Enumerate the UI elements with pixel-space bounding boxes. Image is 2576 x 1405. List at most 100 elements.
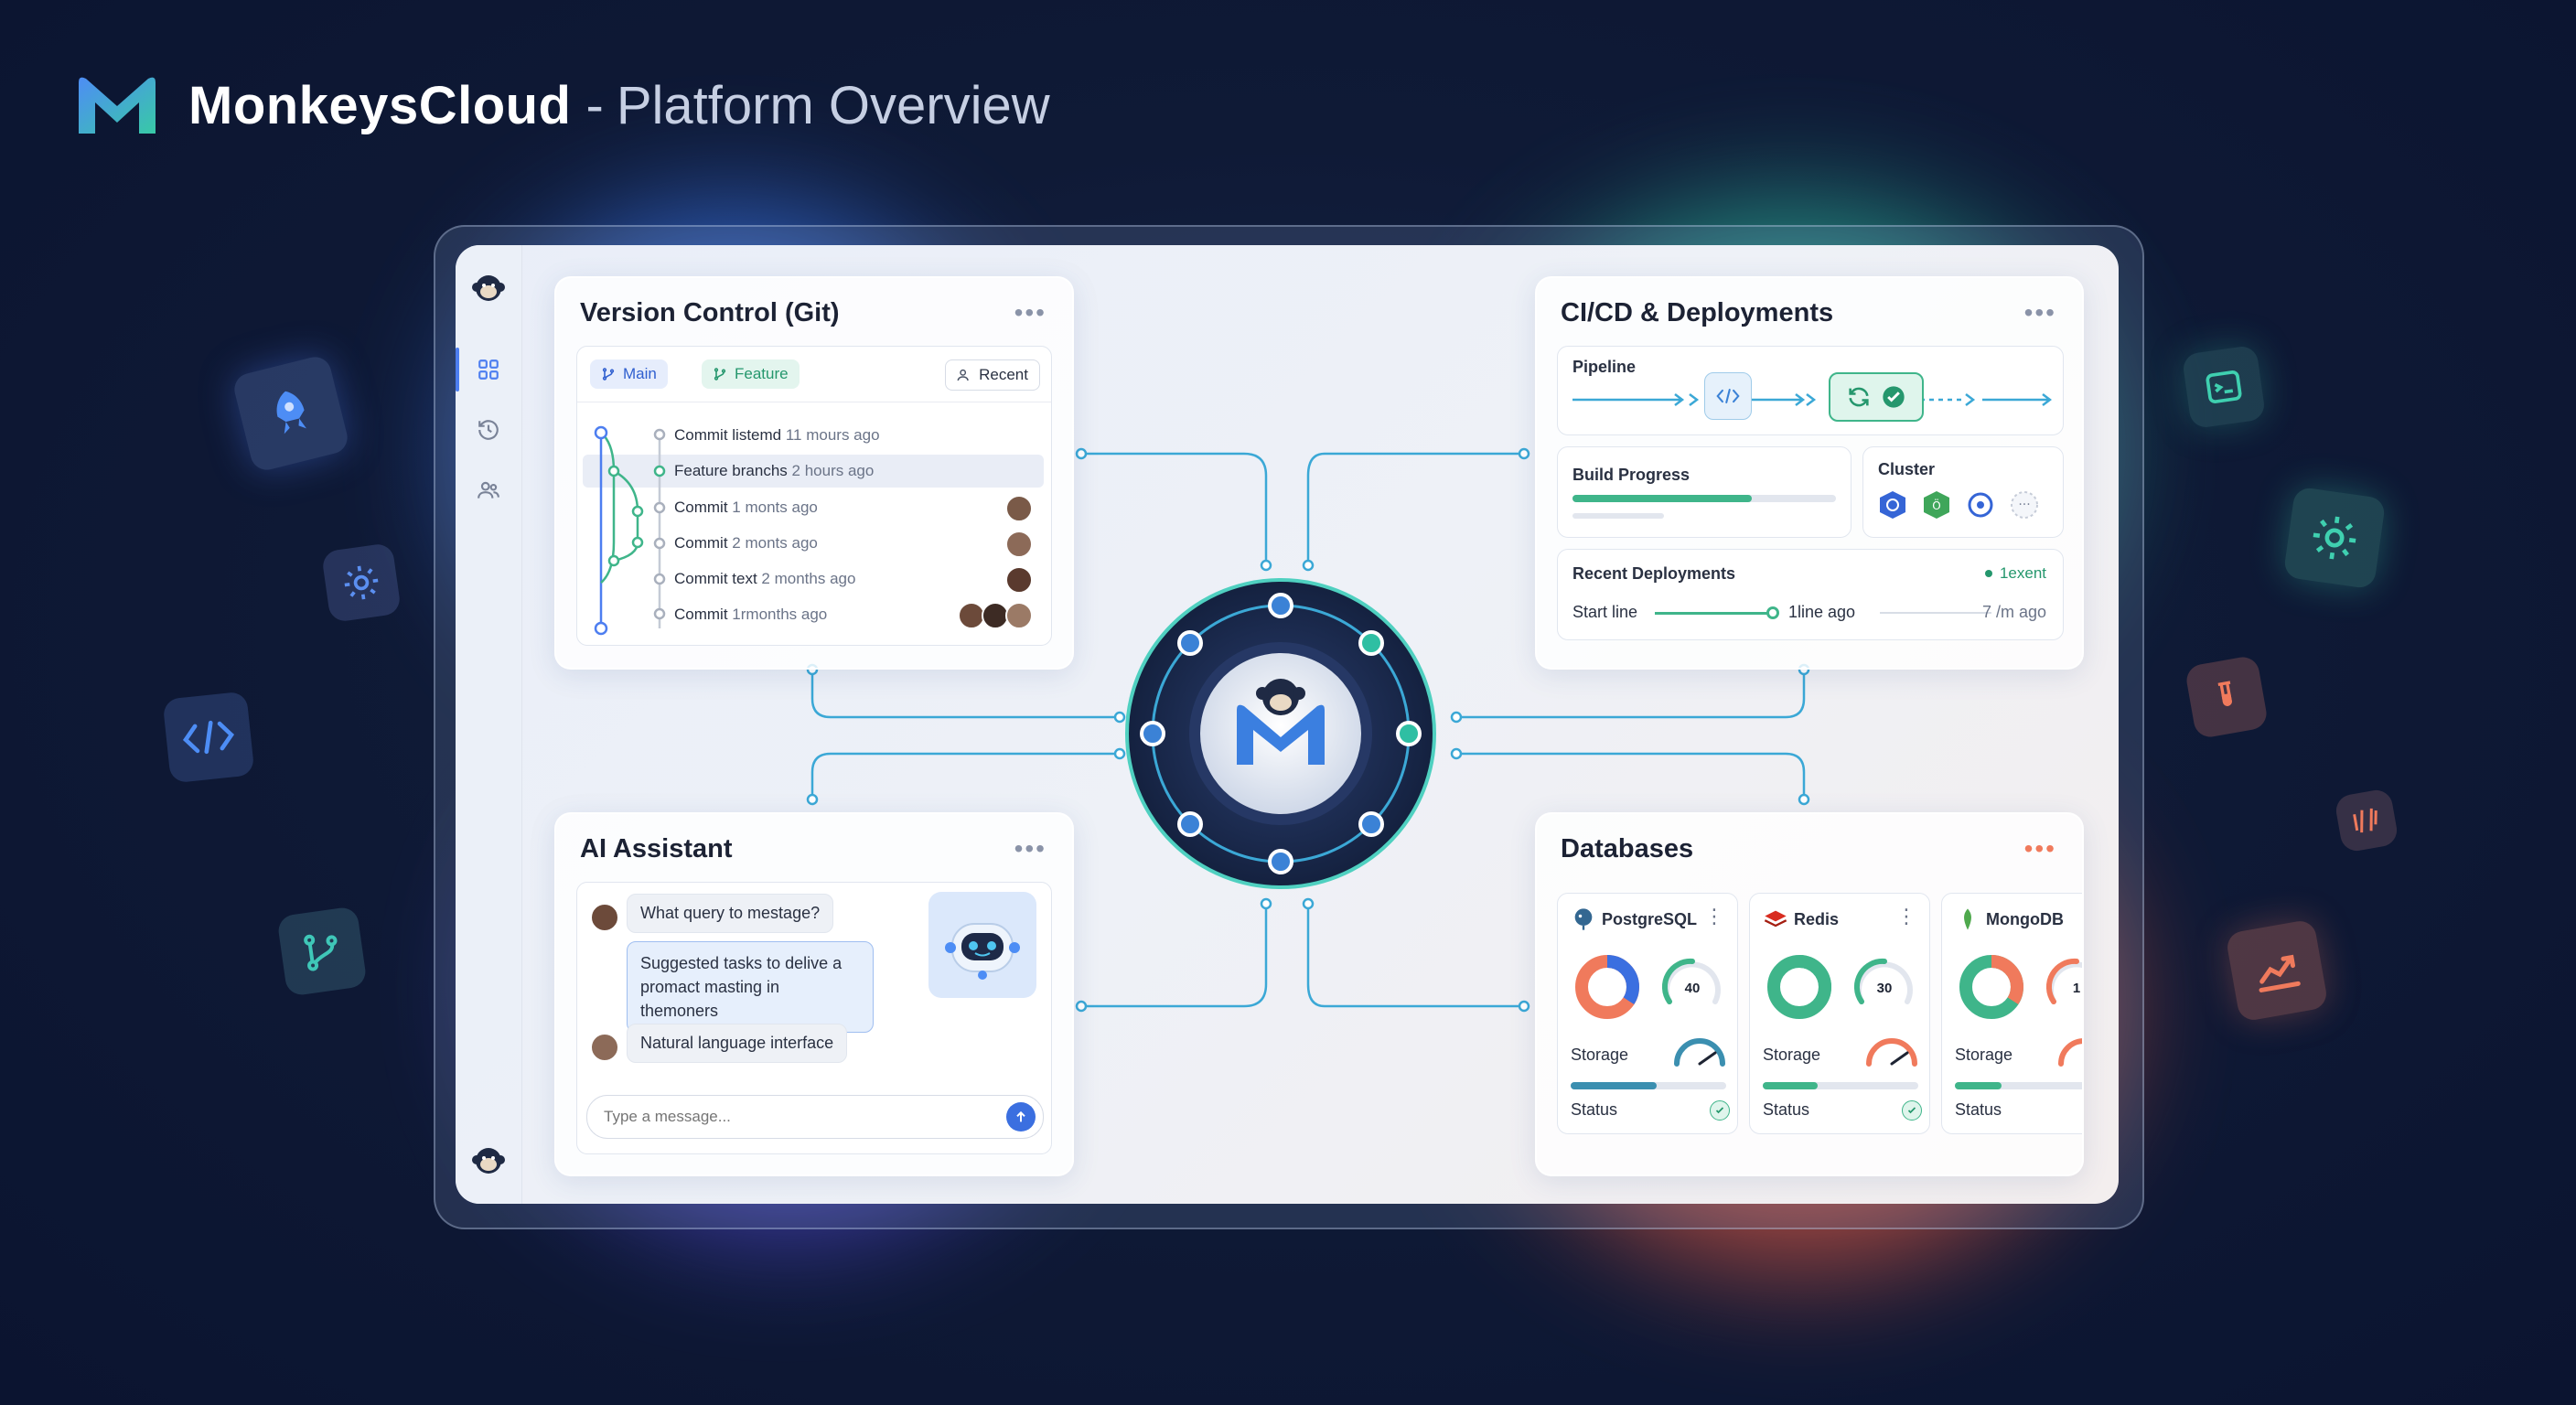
refresh-icon bbox=[1849, 387, 1869, 407]
check-circle-icon bbox=[1883, 386, 1905, 408]
card-title: CI/CD & Deployments bbox=[1561, 298, 1834, 327]
usage-gauge: 40 bbox=[1661, 958, 1721, 1004]
status-label: Status bbox=[1763, 1100, 1810, 1119]
send-button[interactable] bbox=[1006, 1102, 1036, 1132]
database-card[interactable]: Redis ⋮ 30 Storage Status bbox=[1749, 893, 1930, 1134]
svg-text:1: 1 bbox=[2073, 981, 2080, 996]
branch-main-tab[interactable]: Main bbox=[590, 359, 668, 389]
dashboard-grid-icon[interactable] bbox=[472, 353, 505, 386]
svg-text:···: ··· bbox=[2018, 498, 2030, 512]
timeline-node bbox=[1766, 606, 1779, 619]
timeline-end-label: 7 /m ago bbox=[1981, 603, 2046, 621]
commit-row[interactable]: Commit 1rmonths ago bbox=[674, 606, 828, 623]
card-title: AI Assistant bbox=[580, 834, 733, 863]
ai-assistant-card: AI Assistant ••• What query to mestage? … bbox=[554, 812, 1074, 1176]
monkeyscloud-logo-icon bbox=[1237, 679, 1325, 765]
more-menu-icon[interactable]: ••• bbox=[2023, 298, 2056, 327]
usage-gauge: 1 bbox=[2045, 958, 2082, 1004]
card-title: Version Control (Git) bbox=[580, 298, 840, 327]
recent-button[interactable]: Recent bbox=[945, 359, 1040, 391]
more-menu-icon[interactable]: ••• bbox=[1014, 298, 1046, 327]
node-icon bbox=[1924, 491, 1949, 519]
timeline-mid-label: 1line ago bbox=[1788, 603, 1856, 621]
cluster-label: Cluster bbox=[1878, 460, 1936, 478]
gear-icon bbox=[2282, 486, 2387, 590]
svg-text:40: 40 bbox=[1685, 981, 1701, 996]
more-nodes-icon bbox=[2011, 491, 2038, 519]
recent-label: Recent bbox=[979, 366, 1028, 383]
avatar bbox=[1005, 566, 1033, 594]
monkey-icon[interactable] bbox=[470, 1142, 507, 1178]
sidebar bbox=[456, 245, 522, 1204]
arrow-up-icon bbox=[1016, 1110, 1025, 1122]
gear-icon bbox=[320, 542, 402, 624]
central-hub bbox=[1125, 578, 1436, 889]
commit-graph bbox=[594, 425, 666, 636]
usage-donut bbox=[1575, 955, 1639, 1019]
more-menu-icon[interactable]: ••• bbox=[2023, 834, 2056, 863]
avatar bbox=[1005, 531, 1033, 558]
more-menu-icon[interactable]: ••• bbox=[1014, 834, 1046, 863]
check-icon bbox=[1902, 1100, 1922, 1121]
commit-row[interactable]: Commit text 2 months ago bbox=[674, 570, 856, 587]
storage-bar bbox=[1955, 1082, 2082, 1089]
history-icon[interactable] bbox=[472, 413, 505, 446]
storage-label: Storage bbox=[1763, 1046, 1821, 1064]
cicd-card: CI/CD & Deployments ••• Pipeline bbox=[1535, 276, 2084, 670]
gear-icon bbox=[1968, 492, 1993, 518]
version-control-card: Version Control (Git) ••• Main Feature R… bbox=[554, 276, 1074, 670]
database-name: Redis bbox=[1794, 910, 1840, 928]
message-input-wrapper bbox=[586, 1095, 1044, 1139]
pipeline-label: Pipeline bbox=[1572, 358, 1637, 376]
brand-name: MonkeysCloud bbox=[188, 75, 572, 135]
kebab-menu-icon[interactable]: ⋮ bbox=[1704, 905, 1724, 928]
page-subtitle: Platform Overview bbox=[616, 75, 1050, 135]
storage-label: Storage bbox=[1955, 1046, 2013, 1064]
database-card[interactable]: MongoDB ⋮ 1 Storage Status bbox=[1941, 893, 2082, 1134]
build-progress-bar bbox=[1572, 495, 1836, 502]
cluster-nodes: Ö ··· bbox=[1880, 491, 2038, 519]
storage-label: Storage bbox=[1571, 1046, 1629, 1064]
storage-gauge-icon bbox=[1866, 1038, 1917, 1067]
chart-up-icon bbox=[2225, 918, 2329, 1023]
build-stage-code-icon[interactable] bbox=[1704, 372, 1752, 420]
message-input[interactable] bbox=[602, 1103, 971, 1131]
monkey-icon[interactable] bbox=[470, 269, 507, 306]
storage-gauge-icon bbox=[2058, 1038, 2082, 1067]
recent-deployments-label: Recent Deployments bbox=[1572, 564, 1736, 583]
commit-row[interactable]: Commit 1 monts ago bbox=[674, 499, 818, 516]
status-label: Status bbox=[1571, 1100, 1618, 1119]
deployment-status: 1exent bbox=[1984, 564, 2046, 583]
chat-message: What query to mestage? bbox=[627, 894, 834, 933]
storage-bar bbox=[1763, 1082, 1918, 1089]
avatar bbox=[590, 903, 619, 932]
app-window: Version Control (Git) ••• Main Feature R… bbox=[456, 245, 2119, 1204]
chat-message-suggested: Suggested tasks to delive a promact mast… bbox=[627, 941, 874, 1034]
git-panel: Main Feature Recent bbox=[576, 346, 1052, 646]
usage-donut bbox=[1767, 955, 1831, 1019]
status-label: Status bbox=[1955, 1100, 2002, 1119]
branch-feature-label: Feature bbox=[735, 365, 789, 382]
database-card[interactable]: PostgreSQL ⋮ 40 Storage Status bbox=[1557, 893, 1738, 1134]
build-progress-panel: Build Progress bbox=[1557, 446, 1852, 538]
robot-icon bbox=[945, 923, 1020, 980]
commit-row[interactable]: Commit 2 monts ago bbox=[674, 534, 818, 552]
usage-donut bbox=[1959, 955, 2023, 1019]
pipeline-flow bbox=[1572, 393, 2052, 406]
database-logo-icon bbox=[1955, 906, 1980, 932]
commit-row[interactable]: Commit listemd 11 mours ago bbox=[674, 426, 880, 444]
deploy-stage[interactable] bbox=[1829, 372, 1924, 422]
commit-row[interactable]: Feature branchs 2 hours ago bbox=[674, 462, 875, 479]
kebab-menu-icon[interactable]: ⋮ bbox=[1896, 905, 1916, 928]
users-icon[interactable] bbox=[472, 474, 505, 507]
pipeline-panel: Pipeline bbox=[1557, 346, 2064, 435]
active-indicator bbox=[456, 348, 459, 391]
storage-bar bbox=[1571, 1082, 1726, 1089]
database-name: MongoDB bbox=[1986, 910, 2064, 928]
branch-icon bbox=[602, 368, 615, 381]
database-logo-icon bbox=[1763, 906, 1788, 932]
branch-main-label: Main bbox=[623, 365, 657, 382]
check-icon bbox=[1710, 1100, 1730, 1121]
branch-feature-tab[interactable]: Feature bbox=[702, 359, 800, 389]
avatar bbox=[590, 1033, 619, 1062]
